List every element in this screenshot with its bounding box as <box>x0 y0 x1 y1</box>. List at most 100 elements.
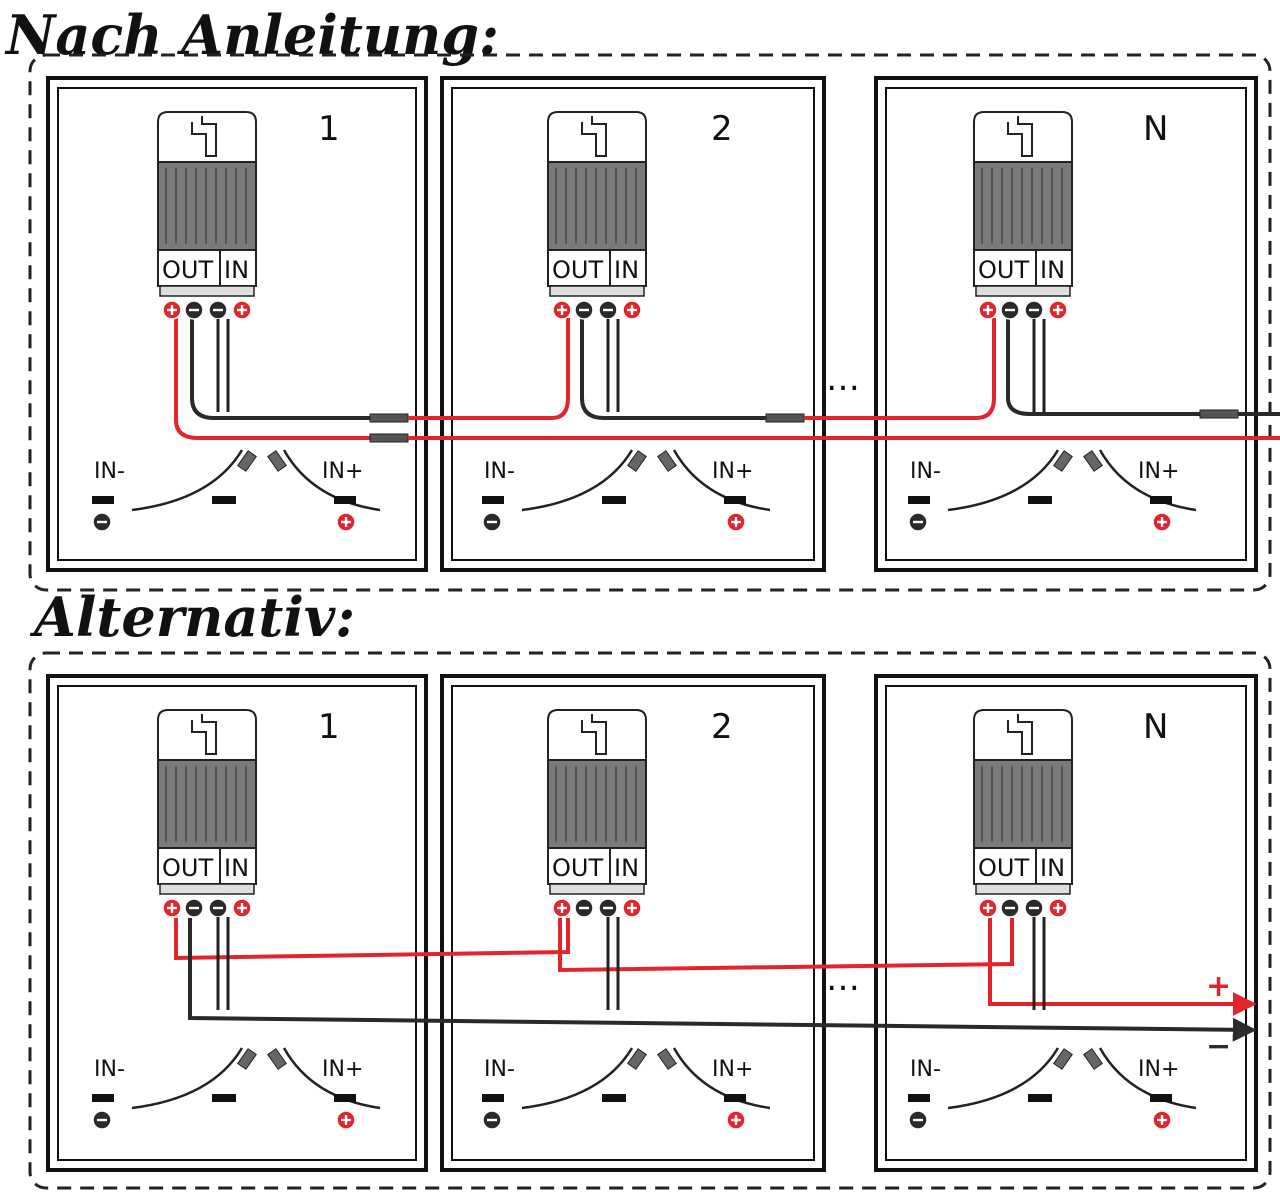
optimizer-out-label: OUT <box>552 256 603 284</box>
panel-2-bottom <box>440 674 826 1172</box>
in-plus-label: IN+ <box>322 459 363 484</box>
panel-terminal-plus <box>726 512 746 532</box>
panel-number-bottom-n: N <box>1143 707 1168 747</box>
optimizer-module: OUT IN <box>157 111 257 412</box>
heading-nach-anleitung: Nach Anleitung: <box>4 3 499 67</box>
panel-input-leads: IN- IN+ <box>908 449 1197 532</box>
terminal-in-plus <box>1048 898 1068 918</box>
wire-bottom-red-2-n <box>558 918 1014 973</box>
terminal-in-minus <box>208 300 228 320</box>
panel-input-leads: IN- IN+ <box>92 449 381 532</box>
panel-number-top-2: 2 <box>711 109 733 149</box>
panel-number-top-1: 1 <box>318 109 340 149</box>
optimizer-in-label: IN <box>614 256 639 284</box>
terminal-in-minus <box>208 898 228 918</box>
panel-terminal-plus <box>336 1110 356 1130</box>
in-minus-bar <box>908 496 930 504</box>
terminal-out-minus <box>574 300 594 320</box>
in-minus-bar <box>92 1094 114 1102</box>
terminal-in-minus <box>1024 898 1044 918</box>
panel-minus-sign <box>1028 496 1052 504</box>
optimizer-out-label: OUT <box>978 256 1029 284</box>
in-plus-label: IN+ <box>712 459 753 484</box>
terminal-in-minus <box>1024 300 1044 320</box>
panel-minus-sign <box>602 1094 626 1102</box>
optimizer-module: OUT IN <box>157 709 257 1010</box>
mc4-connector-top-2a <box>765 413 805 423</box>
in-plus-bar <box>724 1094 746 1102</box>
ellipsis-top: … <box>826 359 860 399</box>
terminal-out-plus <box>162 898 182 918</box>
optimizer-in-label: IN <box>224 854 249 882</box>
terminal-out-plus <box>978 300 998 320</box>
in-minus-bar <box>908 1094 930 1102</box>
panel-terminal-minus <box>908 512 928 532</box>
optimizer-out-label: OUT <box>552 854 603 882</box>
wire-top-black-2 <box>580 318 766 420</box>
mc4-connector-top-na <box>1199 409 1239 419</box>
in-minus-label: IN- <box>484 459 515 484</box>
panel-terminal-plus <box>1152 1110 1172 1130</box>
ellipsis-bottom: … <box>826 959 860 999</box>
wire-top-black-n <box>1006 318 1200 416</box>
in-plus-bar <box>334 496 356 504</box>
wire-top-red-1-2 <box>408 318 570 420</box>
mc4-connector-top-1a <box>369 413 409 423</box>
panel-terminal-plus <box>336 512 356 532</box>
in-plus-bar <box>334 1094 356 1102</box>
terminal-out-plus <box>552 300 572 320</box>
in-plus-label: IN+ <box>712 1057 753 1082</box>
wire-top-black-1 <box>190 318 370 420</box>
output-minus-label: − <box>1206 1029 1231 1064</box>
optimizer-module: OUT IN <box>547 709 647 1010</box>
panel-minus-sign <box>212 496 236 504</box>
wire-top-red-return <box>174 318 370 440</box>
in-minus-label: IN- <box>910 1057 941 1082</box>
in-plus-bar <box>1150 1094 1172 1102</box>
in-minus-bar <box>92 496 114 504</box>
in-plus-label: IN+ <box>322 1057 363 1082</box>
in-plus-label: IN+ <box>1138 459 1179 484</box>
terminal-in-plus <box>232 898 252 918</box>
in-plus-bar <box>1150 496 1172 504</box>
optimizer-in-label: IN <box>614 854 639 882</box>
panel-terminal-minus <box>482 512 502 532</box>
panel-terminal-minus <box>482 1110 502 1130</box>
terminal-in-plus <box>622 898 642 918</box>
in-minus-label: IN- <box>94 459 125 484</box>
panel-minus-sign <box>212 1094 236 1102</box>
panel-input-leads: IN-IN+ <box>908 1047 1197 1130</box>
panel-minus-sign <box>602 496 626 504</box>
terminal-out-minus <box>574 898 594 918</box>
panel-terminal-plus <box>726 1110 746 1130</box>
terminal-out-minus <box>1000 898 1020 918</box>
in-minus-bar <box>482 496 504 504</box>
panel-number-bottom-2: 2 <box>711 707 733 747</box>
panel-input-leads: IN- IN+ <box>92 1047 381 1130</box>
terminal-out-minus <box>1000 300 1020 320</box>
panel-terminal-minus <box>908 1110 928 1130</box>
panel-terminal-plus <box>1152 512 1172 532</box>
terminal-out-minus <box>184 300 204 320</box>
panel-number-top-n: N <box>1143 109 1168 149</box>
optimizer-in-label: IN <box>1040 854 1065 882</box>
wire-bottom-red-out <box>988 918 1257 1016</box>
optimizer-out-label: OUT <box>162 256 213 284</box>
inputs-layer: IN-IN+IN-IN+IN-IN+IN-IN+IN-IN+IN-IN+ <box>92 449 1197 1130</box>
panel-terminal-minus <box>92 1110 112 1130</box>
in-minus-label: IN- <box>94 1057 125 1082</box>
terminal-out-plus <box>552 898 572 918</box>
output-plus-label: + <box>1206 969 1231 1004</box>
terminal-in-plus <box>622 300 642 320</box>
heading-alternativ: Alternativ: <box>29 585 355 649</box>
optimizer-in-label: IN <box>224 256 249 284</box>
panel-terminal-minus <box>92 512 112 532</box>
terminal-in-minus <box>598 300 618 320</box>
in-minus-label: IN- <box>910 459 941 484</box>
group-outline-bottom <box>28 651 1272 1190</box>
optimizer-out-label: OUT <box>162 854 213 882</box>
